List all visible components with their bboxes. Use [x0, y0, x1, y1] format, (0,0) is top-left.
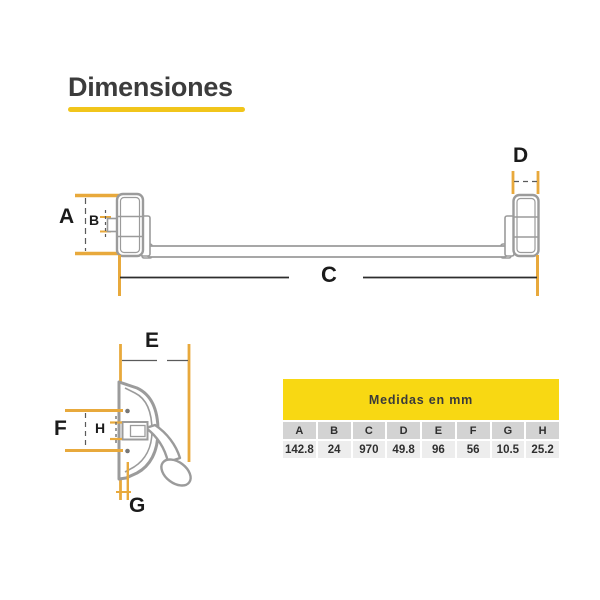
- page-title: Dimensiones: [68, 72, 233, 102]
- dim-label-E: E: [145, 329, 160, 352]
- measurements-table-caption: Medidas en mm: [283, 379, 559, 420]
- value-D: 49.8: [387, 441, 420, 458]
- measurements-table-value-row: 142.8 24 970 49.8 96 56 10.5 25.2: [283, 441, 559, 458]
- dim-label-D: D: [513, 144, 529, 167]
- dim-label-A: A: [59, 205, 75, 228]
- screw-hole-bottom: [125, 448, 130, 454]
- value-H: 25.2: [526, 441, 559, 458]
- col-header-D: D: [387, 422, 420, 439]
- col-header-B: B: [317, 422, 351, 439]
- end-cap-right-inner: [516, 197, 536, 254]
- dim-label-B: B: [89, 212, 100, 228]
- screw-hole-top: [125, 408, 130, 414]
- value-F: 56: [456, 441, 490, 458]
- measurements-table-header-row: A B C D E F G H: [283, 422, 559, 439]
- value-E: 96: [422, 441, 455, 458]
- end-cap-right: [512, 193, 540, 258]
- col-header-H: H: [526, 422, 559, 439]
- col-header-E: E: [422, 422, 455, 439]
- col-header-C: C: [352, 422, 386, 439]
- value-A: 142.8: [283, 441, 316, 458]
- top-view-drawing: [75, 171, 540, 296]
- lever-paddle: [160, 458, 192, 487]
- side-view-drawing: [65, 344, 192, 500]
- measurements-table: Medidas en mm A B C D E F G H 142.8 24 9…: [283, 379, 559, 458]
- title-underline: [68, 107, 245, 112]
- push-bar: [146, 245, 508, 258]
- value-B: 24: [317, 441, 351, 458]
- end-cap-left: [115, 192, 145, 258]
- value-G: 10.5: [491, 441, 525, 458]
- dim-label-H: H: [95, 420, 106, 436]
- value-C: 970: [352, 441, 386, 458]
- col-header-F: F: [456, 422, 490, 439]
- dim-label-F: F: [54, 417, 67, 440]
- dim-label-C: C: [321, 262, 337, 287]
- end-cap-left-inner: [119, 196, 141, 254]
- col-header-G: G: [491, 422, 525, 439]
- bar-cross-section-inner: [129, 424, 146, 438]
- lever-arm: [144, 423, 182, 464]
- dim-label-G: G: [129, 494, 146, 517]
- col-header-A: A: [283, 422, 316, 439]
